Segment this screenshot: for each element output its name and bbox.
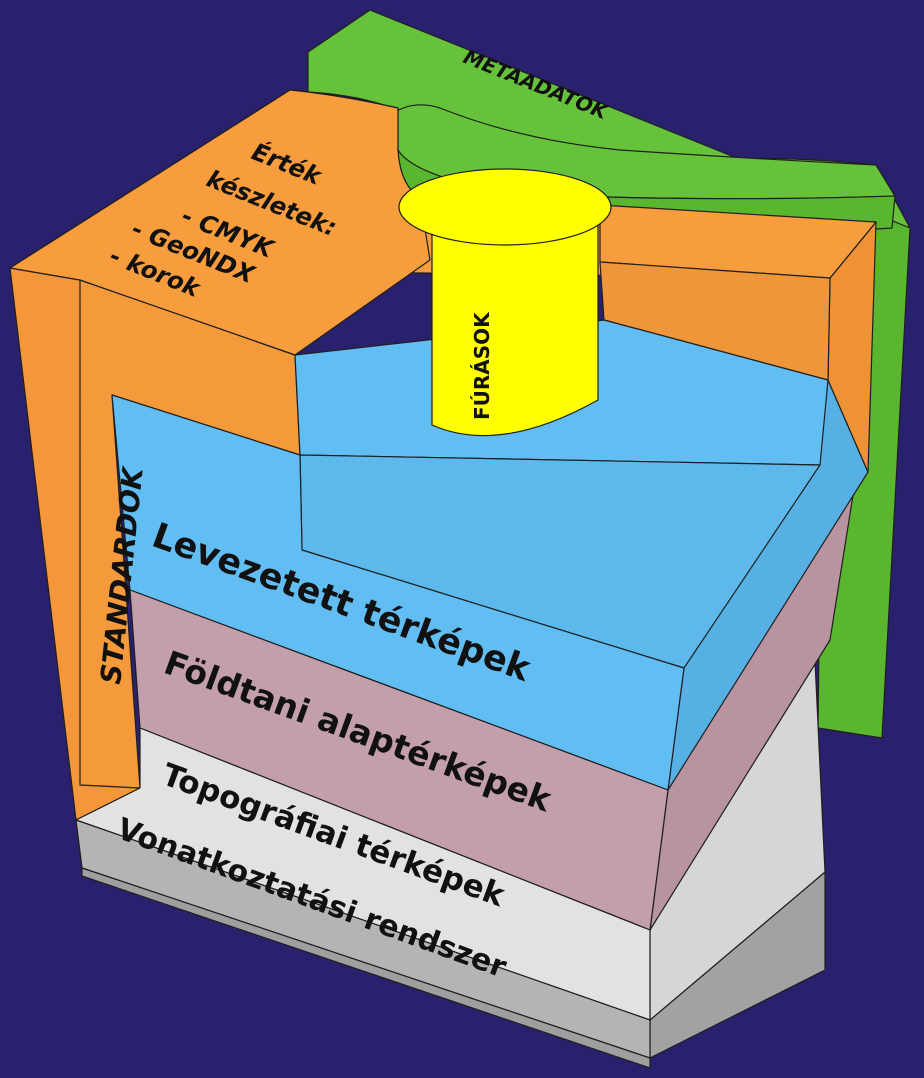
- boreholes-label: FÚRÁSOK: [470, 311, 494, 420]
- standards-block: [9, 89, 877, 821]
- right-faces: [649, 221, 877, 1059]
- borehole-cylinder: [398, 168, 612, 437]
- borehole-top: [398, 168, 612, 246]
- borehole-body: [431, 204, 599, 437]
- reference-bottom: [81, 867, 651, 1069]
